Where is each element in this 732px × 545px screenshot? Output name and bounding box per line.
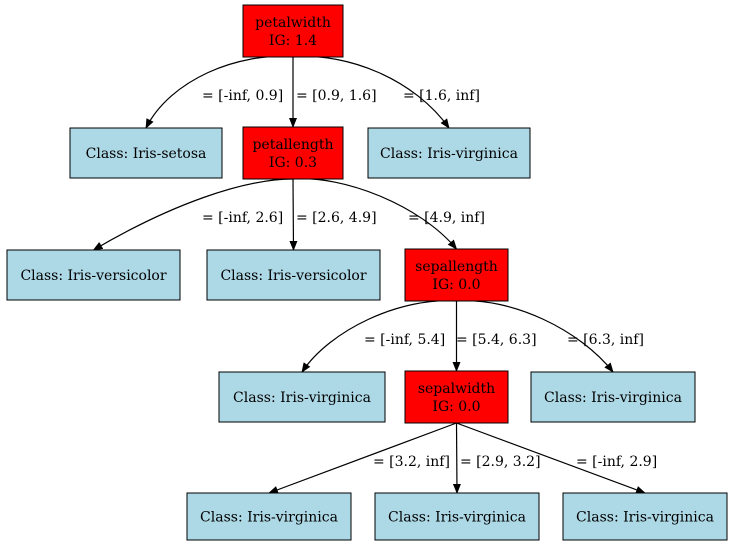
edge-arrow xyxy=(268,422,457,494)
info-gain-label: IG: 0.0 xyxy=(432,277,480,293)
class-label: Class: Iris-virginica xyxy=(388,510,526,526)
class-label: Class: Iris-virginica xyxy=(200,510,338,526)
split-attribute-label: petallength xyxy=(252,137,333,153)
leaf-node: Class: Iris-setosa xyxy=(69,127,223,179)
leaf-node-box xyxy=(218,371,386,423)
split-node-box xyxy=(404,370,509,424)
split-node-box xyxy=(242,126,344,180)
edge-label: = [2.6, 4.9] xyxy=(296,210,377,226)
info-gain-label: IG: 0.0 xyxy=(432,399,480,415)
leaf-node-box xyxy=(69,127,223,179)
class-label: Class: Iris-versicolor xyxy=(220,268,366,284)
edge-label: = [6.3, inf] xyxy=(567,332,644,348)
leaf-node-box xyxy=(562,492,728,541)
split-attribute-label: petalwidth xyxy=(255,15,331,31)
edge-label: = [3.2, inf] xyxy=(373,454,450,470)
edge-arrow xyxy=(456,422,646,494)
class-label: Class: Iris-virginica xyxy=(233,390,371,406)
split-attribute-label: sepallength xyxy=(415,259,498,275)
edge-label: = [-inf, 2.9] xyxy=(576,454,657,470)
leaf-node: Class: Iris-virginica xyxy=(367,127,531,179)
leaf-node: Class: Iris-versicolor xyxy=(6,249,181,301)
class-label: Class: Iris-setosa xyxy=(86,146,207,162)
edge-label: = [-inf, 0.9] xyxy=(202,88,283,104)
leaf-node-box xyxy=(6,249,181,301)
leaf-node-box xyxy=(374,492,540,541)
edge-label: = [-inf, 5.4] xyxy=(364,332,445,348)
edge-arrow xyxy=(92,178,294,251)
leaf-node: Class: Iris-virginica xyxy=(218,371,386,423)
edge-label: = [1.6, inf] xyxy=(403,88,480,104)
edge-label: = [5.4, 6.3] xyxy=(456,332,537,348)
class-label: Class: Iris-virginica xyxy=(380,146,518,162)
edge-label: = [4.9, inf] xyxy=(408,210,485,226)
leaf-node-box xyxy=(206,249,381,301)
split-attribute-label: sepalwidth xyxy=(418,381,495,397)
leaf-node: Class: Iris-versicolor xyxy=(206,249,381,301)
leaf-node: Class: Iris-virginica xyxy=(530,371,696,423)
edge-arrow xyxy=(289,178,298,251)
class-label: Class: Iris-versicolor xyxy=(20,268,166,284)
edge-label: = [0.9, 1.6] xyxy=(296,88,377,104)
split-node-box xyxy=(404,248,509,302)
info-gain-label: IG: 0.3 xyxy=(269,155,317,171)
edge-arrow xyxy=(452,422,461,494)
leaf-node: Class: Iris-virginica xyxy=(186,492,352,541)
leaf-node-box xyxy=(186,492,352,541)
leaf-node: Class: Iris-virginica xyxy=(374,492,540,541)
edge-label: = [2.9, 3.2] xyxy=(460,454,541,470)
class-label: Class: Iris-virginica xyxy=(576,510,714,526)
leaf-node-box xyxy=(530,371,696,423)
edge-label: = [-inf, 2.6] xyxy=(202,210,283,226)
info-gain-label: IG: 1.4 xyxy=(269,33,317,49)
leaf-node-box xyxy=(367,127,531,179)
class-label: Class: Iris-virginica xyxy=(544,390,682,406)
split-node-box xyxy=(242,4,344,58)
leaf-node: Class: Iris-virginica xyxy=(562,492,728,541)
